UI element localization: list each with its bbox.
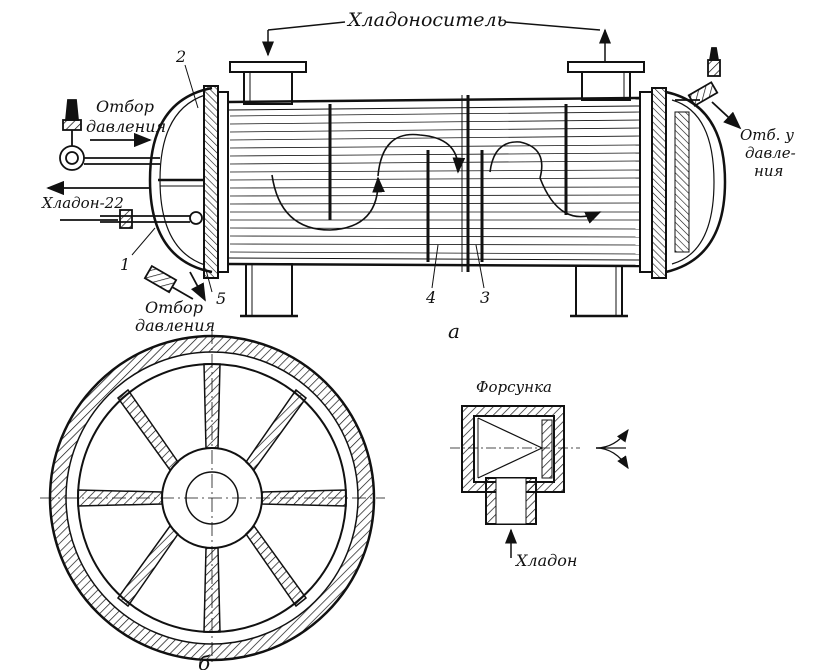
callout-2: 2 bbox=[175, 47, 186, 66]
label-freon-inlet: Хладон-22 bbox=[41, 194, 124, 212]
baffles bbox=[328, 104, 568, 262]
label-right-tap-2: давле- bbox=[745, 144, 796, 162]
nozzle-detail bbox=[450, 405, 629, 558]
label-coolant: Хладоноситель bbox=[346, 9, 507, 31]
coolant-arrows bbox=[262, 21, 611, 62]
leader-lines bbox=[131, 64, 485, 293]
label-right-tap-3: ния bbox=[754, 162, 783, 180]
label-freon: Хладон bbox=[514, 551, 577, 570]
right-fittings bbox=[675, 47, 742, 130]
coolant-flow-arrows bbox=[271, 133, 602, 231]
label-pressure-tap-bottom-2: давления bbox=[135, 316, 215, 335]
label-fig-b: б bbox=[198, 651, 211, 670]
distributor-wheel bbox=[40, 330, 385, 665]
callout-3: 3 bbox=[480, 288, 490, 307]
callout-4: 4 bbox=[425, 288, 436, 307]
label-right-tap-1: Отб. у bbox=[740, 126, 794, 144]
tube-bundle bbox=[229, 111, 641, 255]
label-nozzle: Форсунка bbox=[476, 378, 552, 396]
callout-1: 1 bbox=[120, 255, 130, 274]
evaporator-shell bbox=[148, 61, 727, 318]
callout-5: 5 bbox=[216, 289, 226, 308]
label-fig-a: а bbox=[448, 319, 460, 343]
label-pressure-tap-bottom: Отбор bbox=[145, 298, 203, 317]
label-pressure-tap-top-2: давления bbox=[86, 117, 166, 136]
label-pressure-tap-top: Отбор bbox=[96, 97, 154, 116]
left-fittings bbox=[46, 99, 206, 302]
